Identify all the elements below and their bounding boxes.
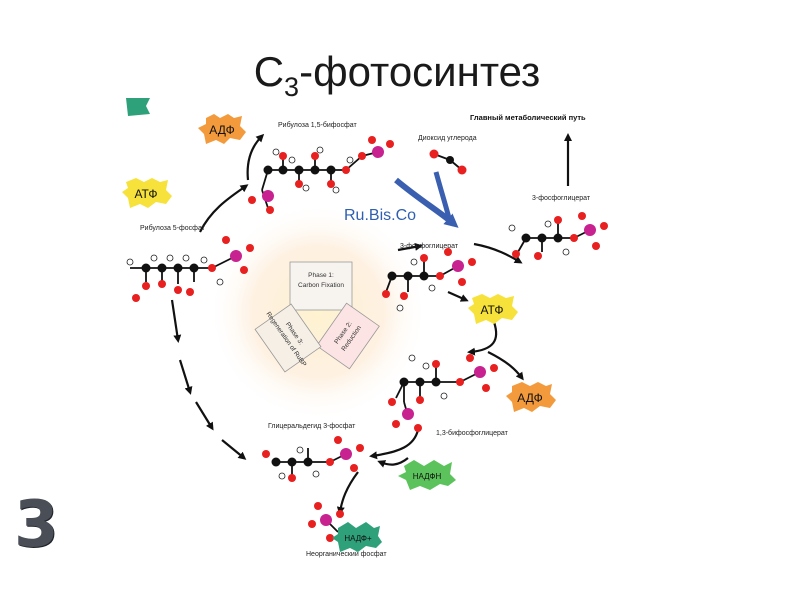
phase-1-name: Carbon Fixation: [298, 282, 344, 289]
co2-arrow: [433, 171, 453, 223]
slide-number: 3: [14, 488, 59, 562]
molecule-bisphosphoglycerate: [388, 354, 498, 432]
cycle-arrows: [170, 133, 572, 515]
ribulose-bp-label: Рибулоза 1,5-бифосфат: [278, 121, 357, 129]
star-atp-left: АТФ: [122, 178, 172, 208]
pga-right-label: 3-фосфоглицерат: [532, 195, 591, 202]
star-adp-top: АДФ: [198, 114, 246, 144]
star-atp-left-label: АТФ: [134, 187, 157, 201]
title-rest: -фотосинтез: [299, 48, 541, 95]
molecule-ribulose-bisphosphate: [248, 136, 394, 214]
star-adp-right: АДФ: [506, 382, 556, 412]
star-nadph: НАДФН: [398, 460, 456, 490]
star-atp-right-label: АТФ: [480, 303, 503, 317]
phase-1-title: Phase 1:: [308, 272, 334, 279]
bpg-label: 1,3-бифосфоглицерат: [436, 429, 509, 437]
title-letter: C: [253, 48, 285, 95]
phase-2-card: Phase 2: Reduction: [316, 302, 380, 370]
phase-3-card: Phase 3: Regeneration of RuBP: [254, 303, 322, 373]
slide-title: C3-фотосинтез: [0, 48, 794, 103]
corner-star-fragment: [126, 98, 150, 116]
molecule-pga-center: [382, 248, 476, 312]
molecule-inorganic-phosphate: [308, 502, 344, 542]
pga-center-label: 3-фосфоглицерат: [400, 243, 459, 250]
ribulose-p-label: Рибулоза 5-фосфат: [140, 224, 206, 232]
main-path-label: Главный метаболический путь: [470, 113, 586, 122]
star-adp-top-label: АДФ: [209, 123, 234, 137]
molecule-ribulose-phosphate: [126, 236, 254, 302]
star-adp-right-label: АДФ: [517, 391, 542, 405]
title-subscript: 3: [284, 72, 300, 102]
co2-label: Диоксид углерода: [418, 135, 477, 142]
star-nadph-label: НАДФН: [413, 472, 442, 481]
star-nadp: НАДФ+: [332, 522, 382, 552]
g3p-label: Глицеральдегид 3-фосфат: [268, 423, 356, 430]
pi-label: Неорганический фосфат: [306, 550, 387, 558]
molecule-pga-right: [508, 212, 608, 260]
co2-molecule: [429, 149, 467, 175]
phase-1-card: Phase 1: Carbon Fixation: [289, 261, 353, 311]
rubisco-label: Ru.Bis.Co: [344, 207, 416, 224]
molecule-g3p: [262, 436, 364, 482]
star-nadp-label: НАДФ+: [344, 534, 372, 543]
star-atp-right: АТФ: [468, 294, 518, 324]
center-glow: [208, 202, 428, 422]
